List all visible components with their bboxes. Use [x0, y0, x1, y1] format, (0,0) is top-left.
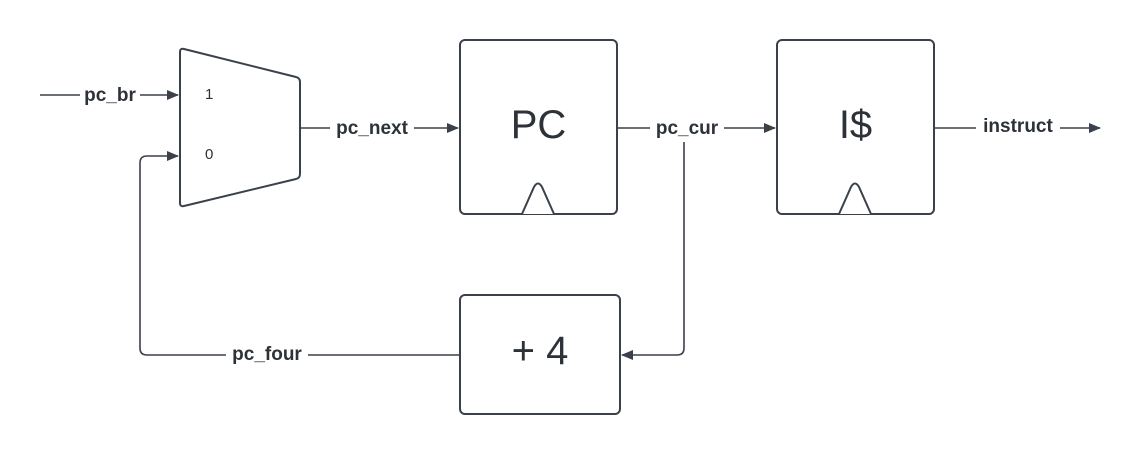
adder-label: + 4	[512, 329, 569, 373]
mux-shape	[179, 47, 301, 208]
pc-four-label: pc_four	[232, 344, 302, 365]
pc-next-label: pc_next	[336, 118, 408, 139]
icache-clock-icon	[838, 182, 872, 215]
icache-label: I$	[839, 103, 872, 147]
pc-br-label: pc_br	[84, 85, 136, 106]
instruct-label: instruct	[983, 116, 1053, 137]
pc-cur-feedback-wire	[621, 142, 685, 360]
pc-cur-label: pc_cur	[656, 118, 719, 139]
mux-input-1-label: 1	[205, 86, 213, 103]
adder-block	[459, 294, 621, 415]
mux-input-0-label: 0	[205, 146, 213, 163]
pc-clock-icon	[521, 182, 555, 215]
pc-four-wire	[139, 151, 460, 356]
pc-register-label: PC	[511, 103, 567, 147]
